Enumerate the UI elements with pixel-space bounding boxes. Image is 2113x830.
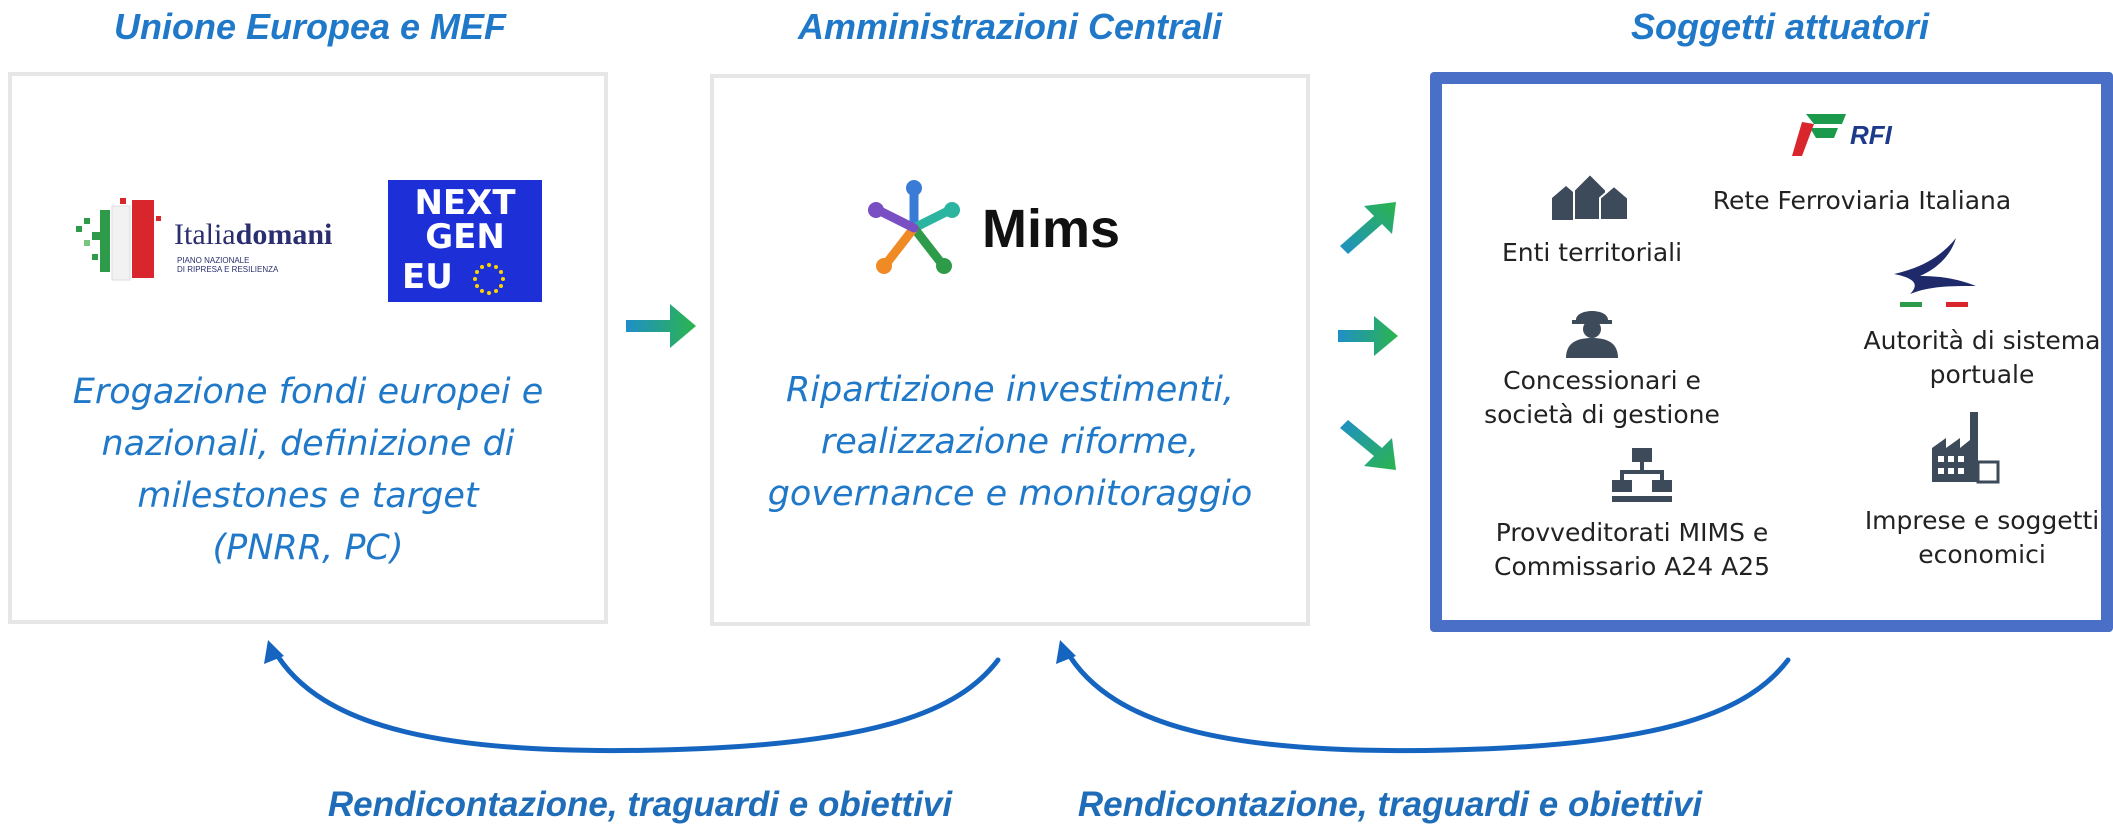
autorita-line2: portuale (1929, 360, 2035, 389)
rfi-mark-icon (1792, 114, 1846, 156)
rfi-wordmark: RFI (1850, 120, 1892, 150)
italiadomani-brand-regular: Italia (174, 218, 236, 251)
column-title-implementers: Soggetti attuatori (1631, 6, 1929, 47)
bottom-label-left: Rendicontazione, traguardi e obiettivi (327, 785, 953, 824)
eu-mef-desc-line1: Erogazione fondi europei e (72, 372, 544, 412)
central-admin-description: Ripartizione investimenti, realizzazione… (714, 364, 1306, 520)
italiadomani-subtitle: PIANO NAZIONALE DI RIPRESA E RESILIENZA (177, 256, 278, 274)
entity-provveditorati: Provveditorati MIMS e Commissario A24 A2… (1462, 516, 1802, 584)
panel-central-admin: Mims Ripartizione investimenti, realizza… (710, 74, 1310, 626)
nextgeneu-line1: NEXT (414, 183, 516, 223)
provveditorati-line2: Commissario A24 A25 (1493, 552, 1770, 581)
flow-arrow-right-icon (626, 304, 696, 348)
entity-imprese: Imprese e soggetti economici (1842, 504, 2113, 572)
panel-eu-mef: Italiadomani PIANO NAZIONALE DI RIPRESA … (8, 72, 608, 624)
mims-wordmark: Mims (982, 199, 1121, 259)
italiadomani-subtitle-line1: PIANO NAZIONALE (177, 256, 250, 265)
imprese-line1: Imprese e soggetti (1864, 506, 2100, 535)
feedback-curve-right (1063, 647, 1791, 754)
worker-icon (1566, 311, 1618, 358)
central-admin-desc-line3: governance e monitoraggio (767, 474, 1253, 514)
central-admin-desc-line2: realizzazione riforme, (820, 422, 1200, 462)
rfi-logo: RFI (1792, 108, 1932, 158)
column-title-central-admin: Amministrazioni Centrali (797, 6, 1223, 47)
eu-mef-desc-line4: (PNRR, PC) (212, 528, 404, 568)
flow-arrow-up-right-icon (1340, 202, 1396, 254)
enti-label: Enti territoriali (1501, 238, 1683, 267)
port-authority-logo (1894, 238, 1976, 307)
autorita-line1: Autorità di sistema (1863, 326, 2101, 355)
houses-icon (1552, 172, 1629, 221)
nextgeneu-line2: GEN (425, 217, 505, 257)
flow-arrow-down-right-icon (1340, 420, 1396, 470)
eu-mef-desc-line2: nazionali, definizione di (101, 424, 515, 464)
bottom-label-right: Rendicontazione, traguardi e obiettivi (1077, 785, 1703, 824)
entity-rfi: Rete Ferroviaria Italiana (1692, 184, 2032, 218)
entity-autorita-portuale: Autorità di sistema portuale (1852, 324, 2112, 392)
entity-enti-territoriali: Enti territoriali (1462, 236, 1722, 270)
mims-logo: Mims (864, 178, 1144, 278)
eu-mef-description: Erogazione fondi europei e nazionali, de… (12, 366, 604, 574)
eu-stars-icon (473, 263, 505, 295)
concessionari-line2: società di gestione (1484, 400, 1720, 429)
entity-concessionari: Concessionari e società di gestione (1462, 364, 1742, 432)
nextgeneu-line3: EU (402, 257, 453, 297)
factory-icon (1932, 412, 2000, 484)
italy-flag-icon (76, 198, 161, 281)
imprese-line2: economici (1918, 540, 2046, 569)
panel-implementers: Enti territoriali RFI Rete Ferroviaria I… (1430, 72, 2113, 632)
italiadomani-logo: Italiadomani PIANO NAZIONALE DI RIPRESA … (74, 196, 374, 286)
italiadomani-wordmark: Italiadomani (174, 218, 332, 252)
feedback-arrowhead-right-icon (1056, 640, 1076, 664)
org-chart-icon (1612, 448, 1672, 502)
concessionari-line1: Concessionari e (1503, 366, 1701, 395)
column-title-eu-mef: Unione Europea e MEF (113, 6, 507, 47)
feedback-curve-left (271, 647, 1001, 754)
rfi-label: Rete Ferroviaria Italiana (1712, 186, 2012, 215)
provveditorati-line1: Provveditorati MIMS e (1495, 518, 1769, 547)
nextgeneu-logo: NEXT GEN EU (388, 180, 542, 302)
central-admin-desc-line1: Ripartizione investimenti, (785, 370, 1235, 410)
italiadomani-subtitle-line2: DI RIPRESA E RESILIENZA (177, 265, 279, 274)
mims-network-icon (868, 180, 960, 274)
feedback-arrowhead-left-icon (264, 640, 284, 664)
italiadomani-brand-bold: domani (235, 218, 333, 251)
eu-mef-desc-line3: milestones e target (137, 476, 479, 516)
flow-arrow-right-small-icon (1338, 316, 1398, 356)
